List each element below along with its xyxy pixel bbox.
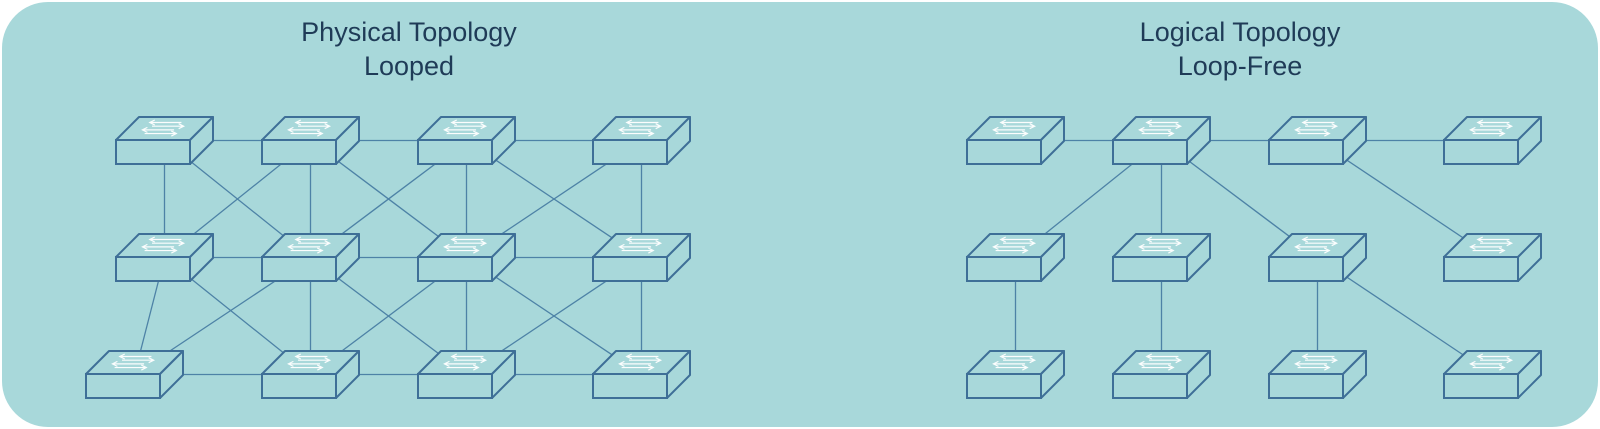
physical-switch-c3	[417, 350, 516, 399]
logical-switch-c3	[1268, 350, 1367, 399]
switch-arrows-icon	[287, 236, 332, 254]
switches-layer	[85, 116, 1542, 399]
switch-arrows-icon	[992, 119, 1037, 137]
physical-switch-b4	[592, 233, 691, 282]
switch-arrows-icon	[1294, 119, 1339, 137]
switch-arrows-icon	[1138, 119, 1183, 137]
switch-arrows-icon	[992, 353, 1037, 371]
logical-switch-a4	[1443, 116, 1542, 165]
logical-switch-c2	[1112, 350, 1211, 399]
physical-switch-b3	[417, 233, 516, 282]
physical-switch-a4	[592, 116, 691, 165]
switch-arrows-icon	[443, 353, 488, 371]
switch-arrows-icon	[618, 236, 663, 254]
switch-arrows-icon	[1469, 236, 1514, 254]
logical-switch-b3	[1268, 233, 1367, 282]
logical-switch-a1	[966, 116, 1065, 165]
physical-switch-c2	[261, 350, 360, 399]
physical-switch-b2	[261, 233, 360, 282]
physical-switch-a2	[261, 116, 360, 165]
logical-switch-a2	[1112, 116, 1211, 165]
switch-arrows-icon	[618, 119, 663, 137]
physical-switch-b1	[115, 233, 214, 282]
switch-arrows-icon	[992, 236, 1037, 254]
logical-switch-b1	[966, 233, 1065, 282]
logical-switch-c1	[966, 350, 1065, 399]
switch-arrows-icon	[1469, 119, 1514, 137]
switch-arrows-icon	[443, 236, 488, 254]
logical-switch-b4	[1443, 233, 1542, 282]
switch-arrows-icon	[141, 119, 186, 137]
switch-arrows-icon	[287, 353, 332, 371]
physical-switch-c4	[592, 350, 691, 399]
logical-switch-a3	[1268, 116, 1367, 165]
physical-topology-title: Physical Topology Looped	[199, 15, 619, 83]
logical-title-line2: Loop-Free	[1177, 51, 1303, 81]
switch-arrows-icon	[1138, 353, 1183, 371]
switch-arrows-icon	[111, 353, 156, 371]
logical-switch-b2	[1112, 233, 1211, 282]
physical-title-line2: Looped	[363, 51, 455, 81]
switch-arrows-icon	[443, 119, 488, 137]
switch-arrows-icon	[141, 236, 186, 254]
logical-topology-title: Logical Topology Loop-Free	[1030, 15, 1450, 83]
switch-arrows-icon	[618, 353, 663, 371]
switch-arrows-icon	[1294, 236, 1339, 254]
switch-arrows-icon	[1469, 353, 1514, 371]
switch-arrows-icon	[287, 119, 332, 137]
physical-switch-a3	[417, 116, 516, 165]
physical-switch-a1	[115, 116, 214, 165]
logical-title-line1: Logical Topology	[1139, 17, 1341, 47]
physical-switch-c1	[85, 350, 184, 399]
switch-arrows-icon	[1294, 353, 1339, 371]
logical-switch-c4	[1443, 350, 1542, 399]
physical-title-line1: Physical Topology	[301, 17, 517, 47]
switch-arrows-icon	[1138, 236, 1183, 254]
